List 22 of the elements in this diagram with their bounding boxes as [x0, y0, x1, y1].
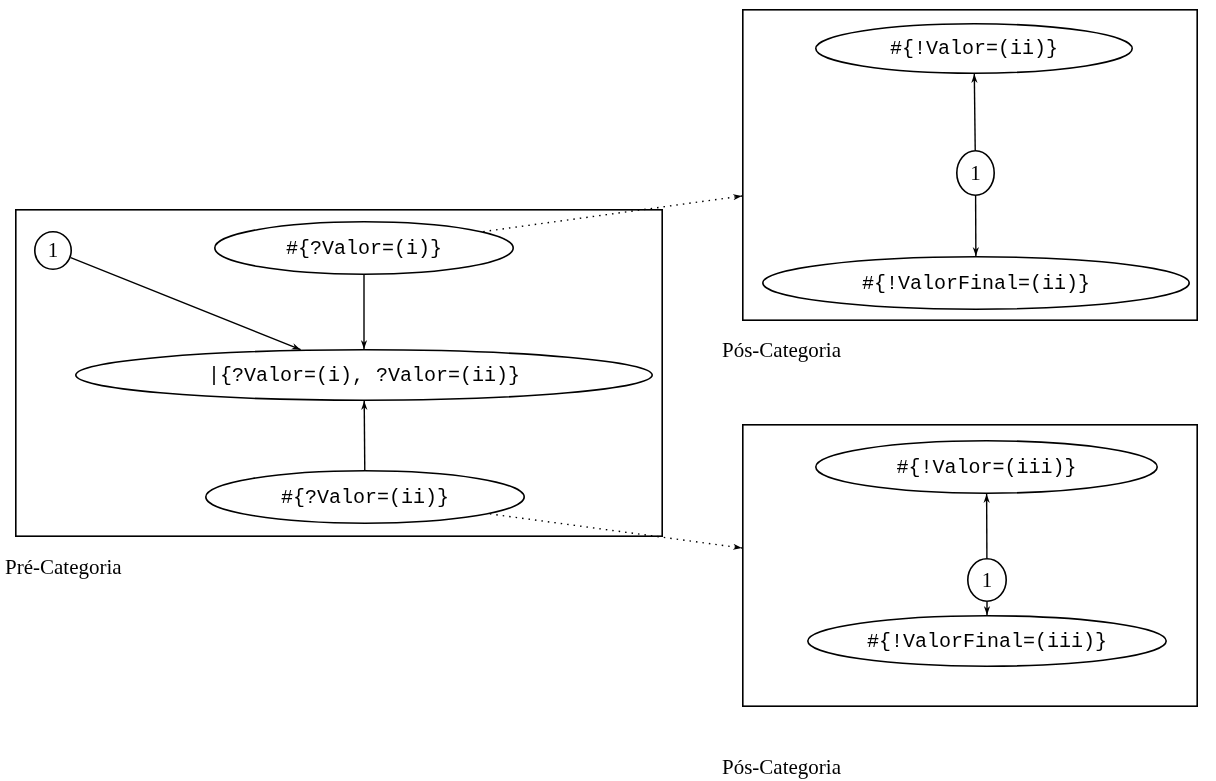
set-label: #{!ValorFinal=(ii)} — [861, 271, 1090, 295]
category-caption: Pós-Categoria — [722, 338, 841, 363]
number-label: 1 — [981, 567, 993, 593]
set-label: #{?Valor=(ii)} — [281, 485, 449, 509]
arrow — [360, 274, 368, 350]
set-label: #{!ValorFinal=(iii)} — [866, 629, 1107, 653]
set-label: #{?Valor=(i)} — [286, 236, 442, 260]
category-caption: Pré-Categoria — [5, 555, 122, 580]
category-caption: Pós-Categoria — [722, 755, 841, 780]
arrow — [983, 601, 991, 616]
set-label: #{!Valor=(ii)} — [890, 37, 1058, 60]
dotted-arrow — [482, 194, 743, 233]
arrow — [971, 73, 978, 151]
dotted-arrow — [489, 513, 743, 550]
arrow — [983, 493, 990, 559]
number-label: 1 — [970, 160, 981, 186]
arrow — [361, 400, 368, 471]
set-label: #{!Valor=(iii)} — [896, 455, 1077, 479]
arrow — [972, 195, 979, 257]
set-label: |{?Valor=(i), ?Valor=(ii)} — [207, 363, 521, 387]
number-label: 1 — [47, 238, 59, 263]
arrow — [70, 256, 302, 351]
